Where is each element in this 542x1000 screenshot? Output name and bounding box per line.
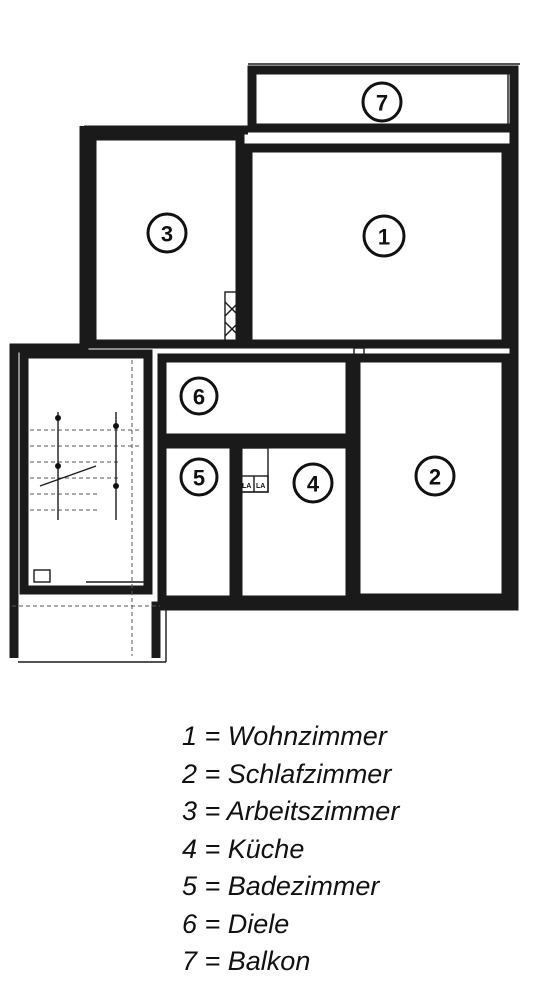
fixture-label-left: LA <box>242 483 251 490</box>
badge-room-4: 4 <box>292 462 334 504</box>
room-1-living-room[interactable] <box>243 143 511 349</box>
staircase <box>19 349 153 656</box>
badge-room-2: 2 <box>414 455 456 497</box>
badge-room-7-number: 7 <box>376 91 388 116</box>
badge-room-5-number: 5 <box>193 466 205 491</box>
legend-item-5: 5 = Badezimmer <box>182 871 380 901</box>
badge-room-4-number: 4 <box>307 472 320 497</box>
room-3-study[interactable] <box>87 131 245 349</box>
badge-room-6: 6 <box>179 376 219 416</box>
room-4-kitchen[interactable] <box>233 439 355 605</box>
badge-room-1: 1 <box>362 214 406 258</box>
legend-item-3: 3 = Arbeitszimmer <box>182 796 400 826</box>
badge-room-3: 3 <box>146 212 188 254</box>
room-legend: 1 = Wohnzimmer 2 = Schlafzimmer 3 = Arbe… <box>182 718 399 981</box>
badge-room-2-number: 2 <box>429 465 441 490</box>
legend-item-4: 4 = Küche <box>182 833 305 864</box>
kitchen-fixture: LA LA <box>239 447 269 493</box>
room-7-balcony[interactable] <box>247 63 520 133</box>
badge-room-6-number: 6 <box>193 385 205 410</box>
badge-room-5: 5 <box>179 457 219 497</box>
exterior-walls <box>9 125 519 663</box>
bottom-wall-details <box>12 581 340 607</box>
badge-room-1-number: 1 <box>378 225 390 250</box>
fixture-label-right: LA <box>256 483 265 490</box>
legend-item-7: 7 = Balkon <box>182 946 311 976</box>
closet-hatch <box>224 291 240 343</box>
legend-item-2: 2 = Schlafzimmer <box>182 758 392 789</box>
room-6-hall[interactable] <box>157 353 355 443</box>
floor-plan: LA LA 7 3 1 6 5 4 2 <box>9 63 520 663</box>
legend-item-6: 6 = Diele <box>182 908 290 939</box>
badge-room-3-number: 3 <box>161 222 173 247</box>
badge-room-7: 7 <box>361 81 403 123</box>
room-2-bedroom[interactable] <box>351 347 511 603</box>
legend-item-1: 1 = Wohnzimmer <box>182 721 387 751</box>
